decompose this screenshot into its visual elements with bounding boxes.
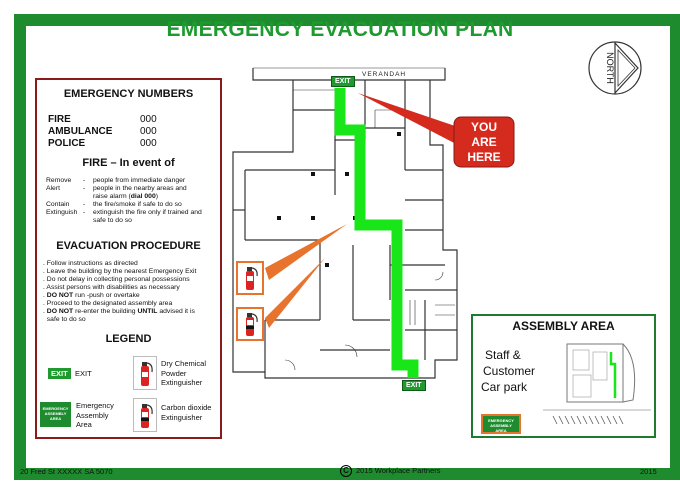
verandah-label: VERANDAH bbox=[362, 71, 407, 78]
evacuation-item: . Follow instructions as directed bbox=[43, 260, 138, 267]
fire-instructions: Remove - people from immediate danger Al… bbox=[46, 177, 218, 225]
legend-heading: LEGEND bbox=[105, 333, 152, 345]
fire-text: extinguish the fire only if trained and bbox=[93, 209, 202, 216]
co2-extinguisher-icon bbox=[133, 398, 157, 432]
extinguisher-pointers bbox=[265, 224, 347, 328]
assembly-area-heading: ASSEMBLY AREA bbox=[512, 319, 615, 333]
fire-dash: - bbox=[83, 177, 86, 184]
fire-dash: - bbox=[83, 209, 86, 216]
fire-term: Remove bbox=[46, 177, 72, 184]
evacuation-item: . Leave the building by the nearest Emer… bbox=[43, 268, 197, 275]
copyright-icon: C bbox=[340, 465, 352, 477]
fire-text-bold: dial 000 bbox=[130, 193, 156, 200]
fire-text: people from immediate danger bbox=[93, 177, 186, 184]
legend-dry-chemical-label: Dry Chemical Powder Extinguisher bbox=[161, 359, 207, 387]
legend-assembly-sign: EMERGENCY ASSEMBLY AREA bbox=[40, 402, 71, 427]
legend-co2-label: Carbon dioxide Extinguisher bbox=[161, 403, 212, 422]
fire-heading: FIRE – In event of bbox=[82, 157, 175, 169]
evacuation-item: . DO NOT run -push or overtake bbox=[43, 292, 140, 299]
evacuation-item: . Proceed to the designated assembly are… bbox=[43, 300, 173, 307]
fire-dash: - bbox=[83, 185, 86, 192]
number-label: AMBULANCE bbox=[48, 126, 113, 137]
dry-chemical-extinguisher-icon bbox=[133, 356, 157, 390]
north-arrow-icon: NORTH bbox=[588, 41, 642, 95]
evacuation-heading: EVACUATION PROCEDURE bbox=[56, 240, 201, 252]
number-value: 000 bbox=[140, 138, 157, 149]
extinguisher-icon bbox=[236, 307, 264, 341]
you-are-here-callout: YOU ARE HERE bbox=[358, 93, 515, 168]
evacuation-item: . Do not delay in collecting personal po… bbox=[43, 276, 190, 283]
fire-text: safe to do so bbox=[93, 217, 132, 224]
extinguisher-icon bbox=[236, 261, 264, 295]
page-title: EMERGENCY EVACUATION PLAN bbox=[166, 18, 514, 41]
you-are-here-line: YOU bbox=[471, 120, 497, 134]
you-are-here-line: HERE bbox=[467, 150, 500, 164]
fire-text: raise alarm ( bbox=[93, 193, 131, 200]
legend-exit-label: EXIT bbox=[75, 369, 92, 378]
legend-exit-sign: EXIT bbox=[48, 368, 71, 379]
footer-year: 2015 bbox=[640, 467, 657, 476]
fire-text: the fire/smoke if safe to do so bbox=[93, 201, 182, 208]
fire-term: Alert bbox=[46, 185, 60, 192]
fire-term: Contain bbox=[46, 201, 70, 208]
footer-address: 20 Fred St XXXXX SA 5070 bbox=[20, 467, 113, 476]
exit-sign-top: EXIT bbox=[331, 76, 355, 87]
fire-text: people in the nearby areas and bbox=[93, 185, 187, 192]
fire-text: ) bbox=[155, 193, 158, 200]
number-value: 000 bbox=[140, 114, 157, 125]
site-map bbox=[543, 343, 651, 425]
assembly-area-panel: ASSEMBLY AREA Staff & Customer Car park … bbox=[471, 314, 656, 438]
fire-dash: - bbox=[83, 201, 86, 208]
you-are-here-line: ARE bbox=[471, 135, 496, 149]
assembly-area-sign: EMERGENCY ASSEMBLY AREA bbox=[481, 414, 521, 434]
evacuation-item: . DO NOT re-enter the building UNTIL adv… bbox=[43, 308, 195, 323]
emergency-numbers-heading: EMERGENCY NUMBERS bbox=[63, 88, 194, 100]
legend-assembly-label: Emergency Assembly Area bbox=[76, 401, 114, 429]
number-label: POLICE bbox=[48, 138, 86, 149]
exit-sign-bottom: EXIT bbox=[402, 380, 426, 391]
info-panel: EMERGENCY NUMBERS FIRE 000 AMBULANCE 000… bbox=[35, 78, 222, 439]
evacuation-route bbox=[334, 88, 419, 378]
assembly-area-lines: Staff & Customer Car park bbox=[481, 348, 536, 394]
number-label: FIRE bbox=[48, 114, 71, 125]
evacuation-item: . Assist persons with disabilities as ne… bbox=[43, 284, 180, 291]
number-value: 000 bbox=[140, 126, 157, 137]
north-label: NORTH bbox=[605, 52, 615, 84]
fire-term: Extinguish bbox=[46, 209, 78, 216]
